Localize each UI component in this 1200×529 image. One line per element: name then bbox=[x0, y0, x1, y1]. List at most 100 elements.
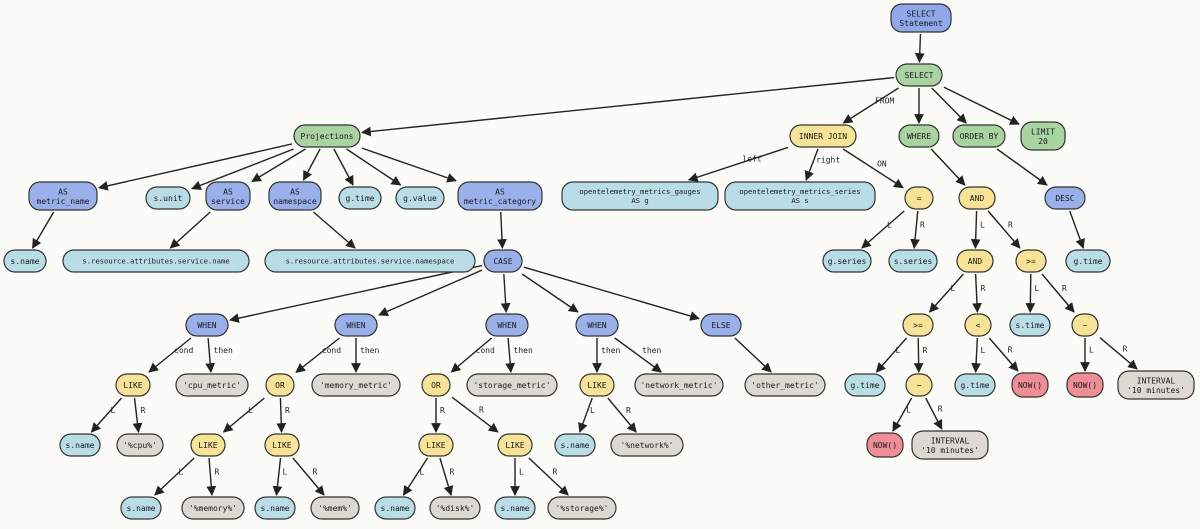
node-pdisk: '%disk%' bbox=[429, 496, 481, 520]
node-shape bbox=[561, 181, 719, 211]
node-sseries: s.series bbox=[888, 249, 938, 273]
edge-like1-to-pcpu bbox=[132, 397, 143, 433]
node-label: s.name bbox=[381, 504, 410, 513]
node-shape bbox=[888, 249, 938, 273]
node-label: SELECT bbox=[907, 9, 936, 18]
edge-label: L bbox=[951, 284, 956, 293]
node-label: >= bbox=[913, 321, 923, 330]
edge-when1-to-like1 bbox=[148, 337, 192, 373]
node-when4: WHEN bbox=[575, 313, 619, 337]
node-innerjoin: INNER JOIN bbox=[789, 124, 857, 148]
node-label: 20 bbox=[1038, 137, 1048, 146]
edge-as_ns-to-sattr_ns bbox=[313, 211, 356, 249]
node-like2a: LIKE bbox=[190, 433, 226, 457]
node-sname3a: s.name bbox=[374, 496, 416, 520]
node-label: INNER JOIN bbox=[799, 132, 847, 141]
node-label: OR bbox=[431, 381, 441, 390]
node-sunit: s.unit bbox=[145, 186, 191, 210]
edge-when3-to-or2 bbox=[450, 337, 493, 373]
node-shape bbox=[956, 249, 994, 273]
node-when3: WHEN bbox=[485, 313, 529, 337]
node-label: '%network%' bbox=[621, 441, 674, 450]
node-shape bbox=[268, 181, 322, 211]
node-case: CASE bbox=[483, 249, 523, 273]
node-now1: NOW() bbox=[1011, 372, 1049, 398]
node-gtime2: g.time bbox=[844, 373, 886, 397]
node-shape bbox=[145, 186, 191, 210]
node-shape bbox=[610, 433, 684, 457]
node-label: OR bbox=[275, 381, 285, 390]
node-label: s.unit bbox=[154, 194, 183, 203]
node-label: AS bbox=[223, 187, 233, 196]
node-shape bbox=[120, 496, 162, 520]
node-label: WHERE bbox=[907, 132, 931, 141]
node-proj: Projections bbox=[293, 124, 361, 148]
node-shape bbox=[466, 373, 558, 397]
node-or2: OR bbox=[421, 373, 451, 397]
node-shape bbox=[700, 313, 742, 337]
node-ge1: >= bbox=[1015, 249, 1047, 273]
node-shape bbox=[724, 181, 876, 211]
node-label: AND bbox=[968, 257, 983, 266]
edge-label: R bbox=[938, 405, 943, 414]
node-minus1: − bbox=[1071, 313, 1099, 337]
edge-select-to-innerjoin bbox=[842, 87, 899, 124]
node-shape bbox=[890, 3, 952, 33]
node-shape bbox=[175, 373, 249, 397]
edge-like2b-to-sname2b bbox=[272, 457, 283, 496]
node-shape bbox=[115, 373, 151, 397]
edge-label: left bbox=[742, 155, 761, 164]
node-label: WHEN bbox=[497, 321, 516, 330]
node-gtime_desc: g.time bbox=[1065, 249, 1111, 273]
edge-label: then bbox=[642, 346, 661, 355]
edge-label: then bbox=[601, 346, 620, 355]
node-shape bbox=[547, 496, 617, 520]
node-shape bbox=[1066, 372, 1104, 398]
edge-label: R bbox=[1008, 346, 1013, 355]
node-shape bbox=[62, 249, 250, 273]
edge-like4-to-pnet bbox=[607, 397, 637, 433]
node-pcpu: '%cpu%' bbox=[116, 433, 164, 457]
node-label: opentelemetry_metrics_gauges bbox=[579, 187, 700, 196]
edge-like2a-to-pmem bbox=[206, 457, 217, 496]
edge-ge2-to-gtime2 bbox=[875, 337, 908, 373]
node-label: s.resource.attributes.service.namespace bbox=[286, 257, 455, 266]
edge-ge1-to-minus1 bbox=[1041, 273, 1075, 313]
node-shape bbox=[952, 124, 1006, 148]
edge-case-to-when1 bbox=[229, 264, 483, 323]
node-label: s.name bbox=[11, 257, 40, 266]
edge-label: L bbox=[519, 468, 524, 477]
node-label: >= bbox=[1026, 257, 1036, 266]
node-mem: 'memory_metric' bbox=[311, 373, 401, 397]
edge-and2-to-ge2 bbox=[928, 273, 964, 313]
edge-or2-to-like3b bbox=[451, 396, 499, 433]
node-label: INTERVAL bbox=[1137, 376, 1176, 385]
node-label: service bbox=[211, 197, 245, 206]
edge-or1-to-like2a bbox=[222, 397, 265, 433]
node-else: ELSE bbox=[700, 313, 742, 337]
node-shape bbox=[485, 313, 529, 337]
node-label: WHEN bbox=[197, 321, 216, 330]
edge-label: cond bbox=[322, 346, 341, 355]
edge-minus2-to-now3 bbox=[892, 397, 913, 432]
edge-label: R bbox=[440, 406, 445, 415]
node-label: LIMIT bbox=[1031, 127, 1055, 136]
node-shape bbox=[494, 496, 536, 520]
node-label: s.name bbox=[561, 441, 590, 450]
node-label: NOW() bbox=[1018, 381, 1042, 390]
node-and2: AND bbox=[956, 249, 994, 273]
node-pstor: '%storage%' bbox=[547, 496, 617, 520]
node-shape bbox=[554, 433, 596, 457]
node-shape bbox=[205, 181, 251, 211]
edge-label: L bbox=[896, 346, 901, 355]
edge-and2-to-lt bbox=[972, 273, 982, 313]
edge-label: R bbox=[141, 406, 146, 415]
node-label: SELECT bbox=[905, 71, 934, 80]
node-shape bbox=[418, 433, 454, 457]
node-label: 'cpu_metric' bbox=[183, 381, 241, 390]
edge-label: R bbox=[215, 468, 220, 477]
